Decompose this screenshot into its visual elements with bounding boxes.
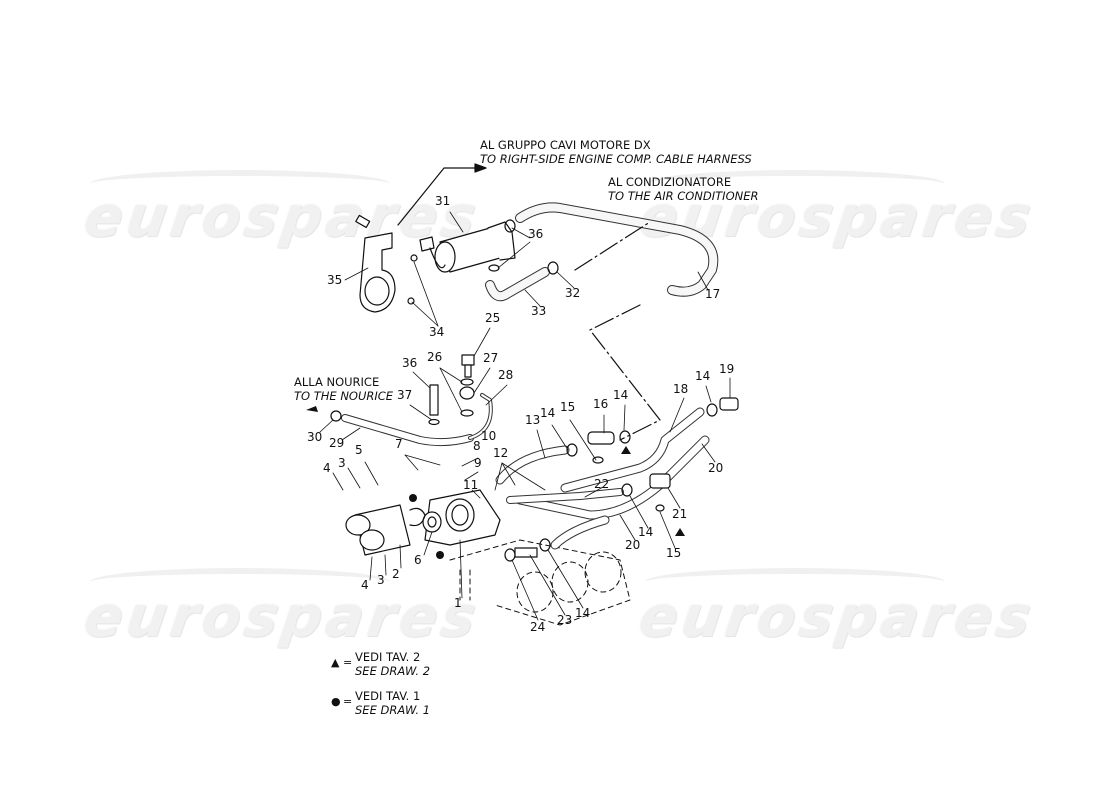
engine-block-outline (449, 539, 631, 626)
part-number-label: 26 (427, 350, 443, 364)
circle-marker (409, 494, 417, 502)
part-number-label: 29 (329, 436, 345, 450)
connection-line (574, 221, 661, 441)
legend-english: SEE DRAW. 1 (355, 703, 431, 717)
fitting-21 (621, 473, 671, 512)
circle-icon: ● (331, 695, 341, 708)
part-number-label: 15 (666, 546, 682, 560)
note-english: TO THE AIR CONDITIONER (608, 189, 759, 203)
part-number-label: 14 (638, 525, 654, 539)
legend-italian: VEDI TAV. 1 (355, 689, 421, 703)
part-number-label: 5 (355, 443, 363, 457)
bracket-35 (355, 214, 396, 313)
note-nourice: ALLA NOURICE TO THE NOURICE (294, 375, 393, 403)
part-number-label: 6 (414, 553, 422, 567)
water-pump-housing (345, 489, 501, 556)
note-italian: AL CONDIZIONATORE (608, 175, 732, 189)
equals-sign: = (343, 695, 353, 708)
part-number-label: 2 (392, 567, 400, 581)
watermark-swoosh (90, 568, 390, 596)
part-number-label: 25 (485, 311, 501, 325)
part-number-label: 9 (474, 456, 482, 470)
part-number-label: 1 (454, 596, 462, 610)
part-number-label: 36 (402, 356, 418, 370)
part-number-label: 15 (560, 400, 576, 414)
leader-lines (319, 211, 731, 621)
part-number-label: 14 (540, 406, 556, 420)
part-number-label: 4 (323, 461, 331, 475)
part-number-label: 23 (557, 613, 573, 627)
part-number-label: 17 (705, 287, 721, 301)
part-number-label: 14 (695, 369, 711, 383)
legend-english: SEE DRAW. 2 (355, 664, 431, 678)
hose-17 (485, 202, 719, 302)
part-number-label: 37 (397, 388, 413, 402)
part-number-label: 18 (673, 382, 689, 396)
part-number-label: 20 (625, 538, 641, 552)
sensor-36 (428, 384, 440, 426)
part-number-label: 3 (377, 573, 385, 587)
part-number-label: 13 (525, 413, 541, 427)
triangle-marker (621, 446, 631, 454)
note-air-conditioner: AL CONDIZIONATORE TO THE AIR CONDITIONER (608, 175, 759, 203)
part-number-label: 16 (593, 397, 609, 411)
fitting-16 (566, 430, 631, 464)
part-number-label: 33 (531, 304, 547, 318)
watermark-swoosh (645, 568, 945, 596)
circle-marker (436, 551, 444, 559)
hose-18 (560, 407, 705, 493)
part-number-label: 31 (435, 194, 451, 208)
part-number-label: 34 (429, 325, 445, 339)
part-number-label: 10 (481, 429, 497, 443)
part-number-label: 27 (483, 351, 499, 365)
note-cable-harness: AL GRUPPO CAVI MOTORE DX TO RIGHT-SIDE E… (480, 138, 752, 166)
fitting-23-24 (504, 538, 551, 562)
reference-markers (409, 446, 685, 559)
part-number-label: 7 (395, 437, 403, 451)
note-english: TO THE NOURICE (294, 389, 394, 403)
part-number-label: 21 (672, 507, 688, 521)
triangle-marker (675, 528, 685, 536)
triangle-icon: ▲ (331, 656, 340, 669)
note-italian: ALLA NOURICE (294, 375, 380, 389)
part-number-label: 30 (307, 430, 323, 444)
part-number-label: 3 (338, 456, 346, 470)
bolt-25 (459, 354, 475, 417)
watermark-swoosh (90, 170, 390, 198)
part-number-label: 12 (493, 446, 509, 460)
part-number-label: 32 (565, 286, 581, 300)
note-italian: AL GRUPPO CAVI MOTORE DX (480, 138, 651, 152)
hose-13 (495, 445, 570, 485)
part-number-label: 4 (361, 578, 369, 592)
note-english: TO RIGHT-SIDE ENGINE COMP. CABLE HARNESS (480, 152, 752, 166)
watermark-swoosh (645, 170, 945, 198)
fitting-19 (706, 397, 739, 417)
part-number-label: 36 (528, 227, 544, 241)
part-number-label: 14 (613, 388, 629, 402)
part-number-label: 20 (708, 461, 724, 475)
harness-arrow (397, 163, 487, 226)
legend-italian: VEDI TAV. 2 (355, 650, 421, 664)
part-number-label: 35 (327, 273, 343, 287)
part-number-label: 22 (594, 477, 610, 491)
part-number-label: 8 (473, 439, 481, 453)
equals-sign: = (343, 656, 353, 669)
part-number-label: 11 (463, 478, 479, 492)
part-number-label: 14 (575, 606, 591, 620)
part-number-label: 24 (530, 620, 546, 634)
hose-29 (306, 393, 493, 447)
hose-22 (506, 488, 624, 504)
part-number-label: 28 (498, 368, 514, 382)
part-number-label: 19 (719, 362, 735, 376)
